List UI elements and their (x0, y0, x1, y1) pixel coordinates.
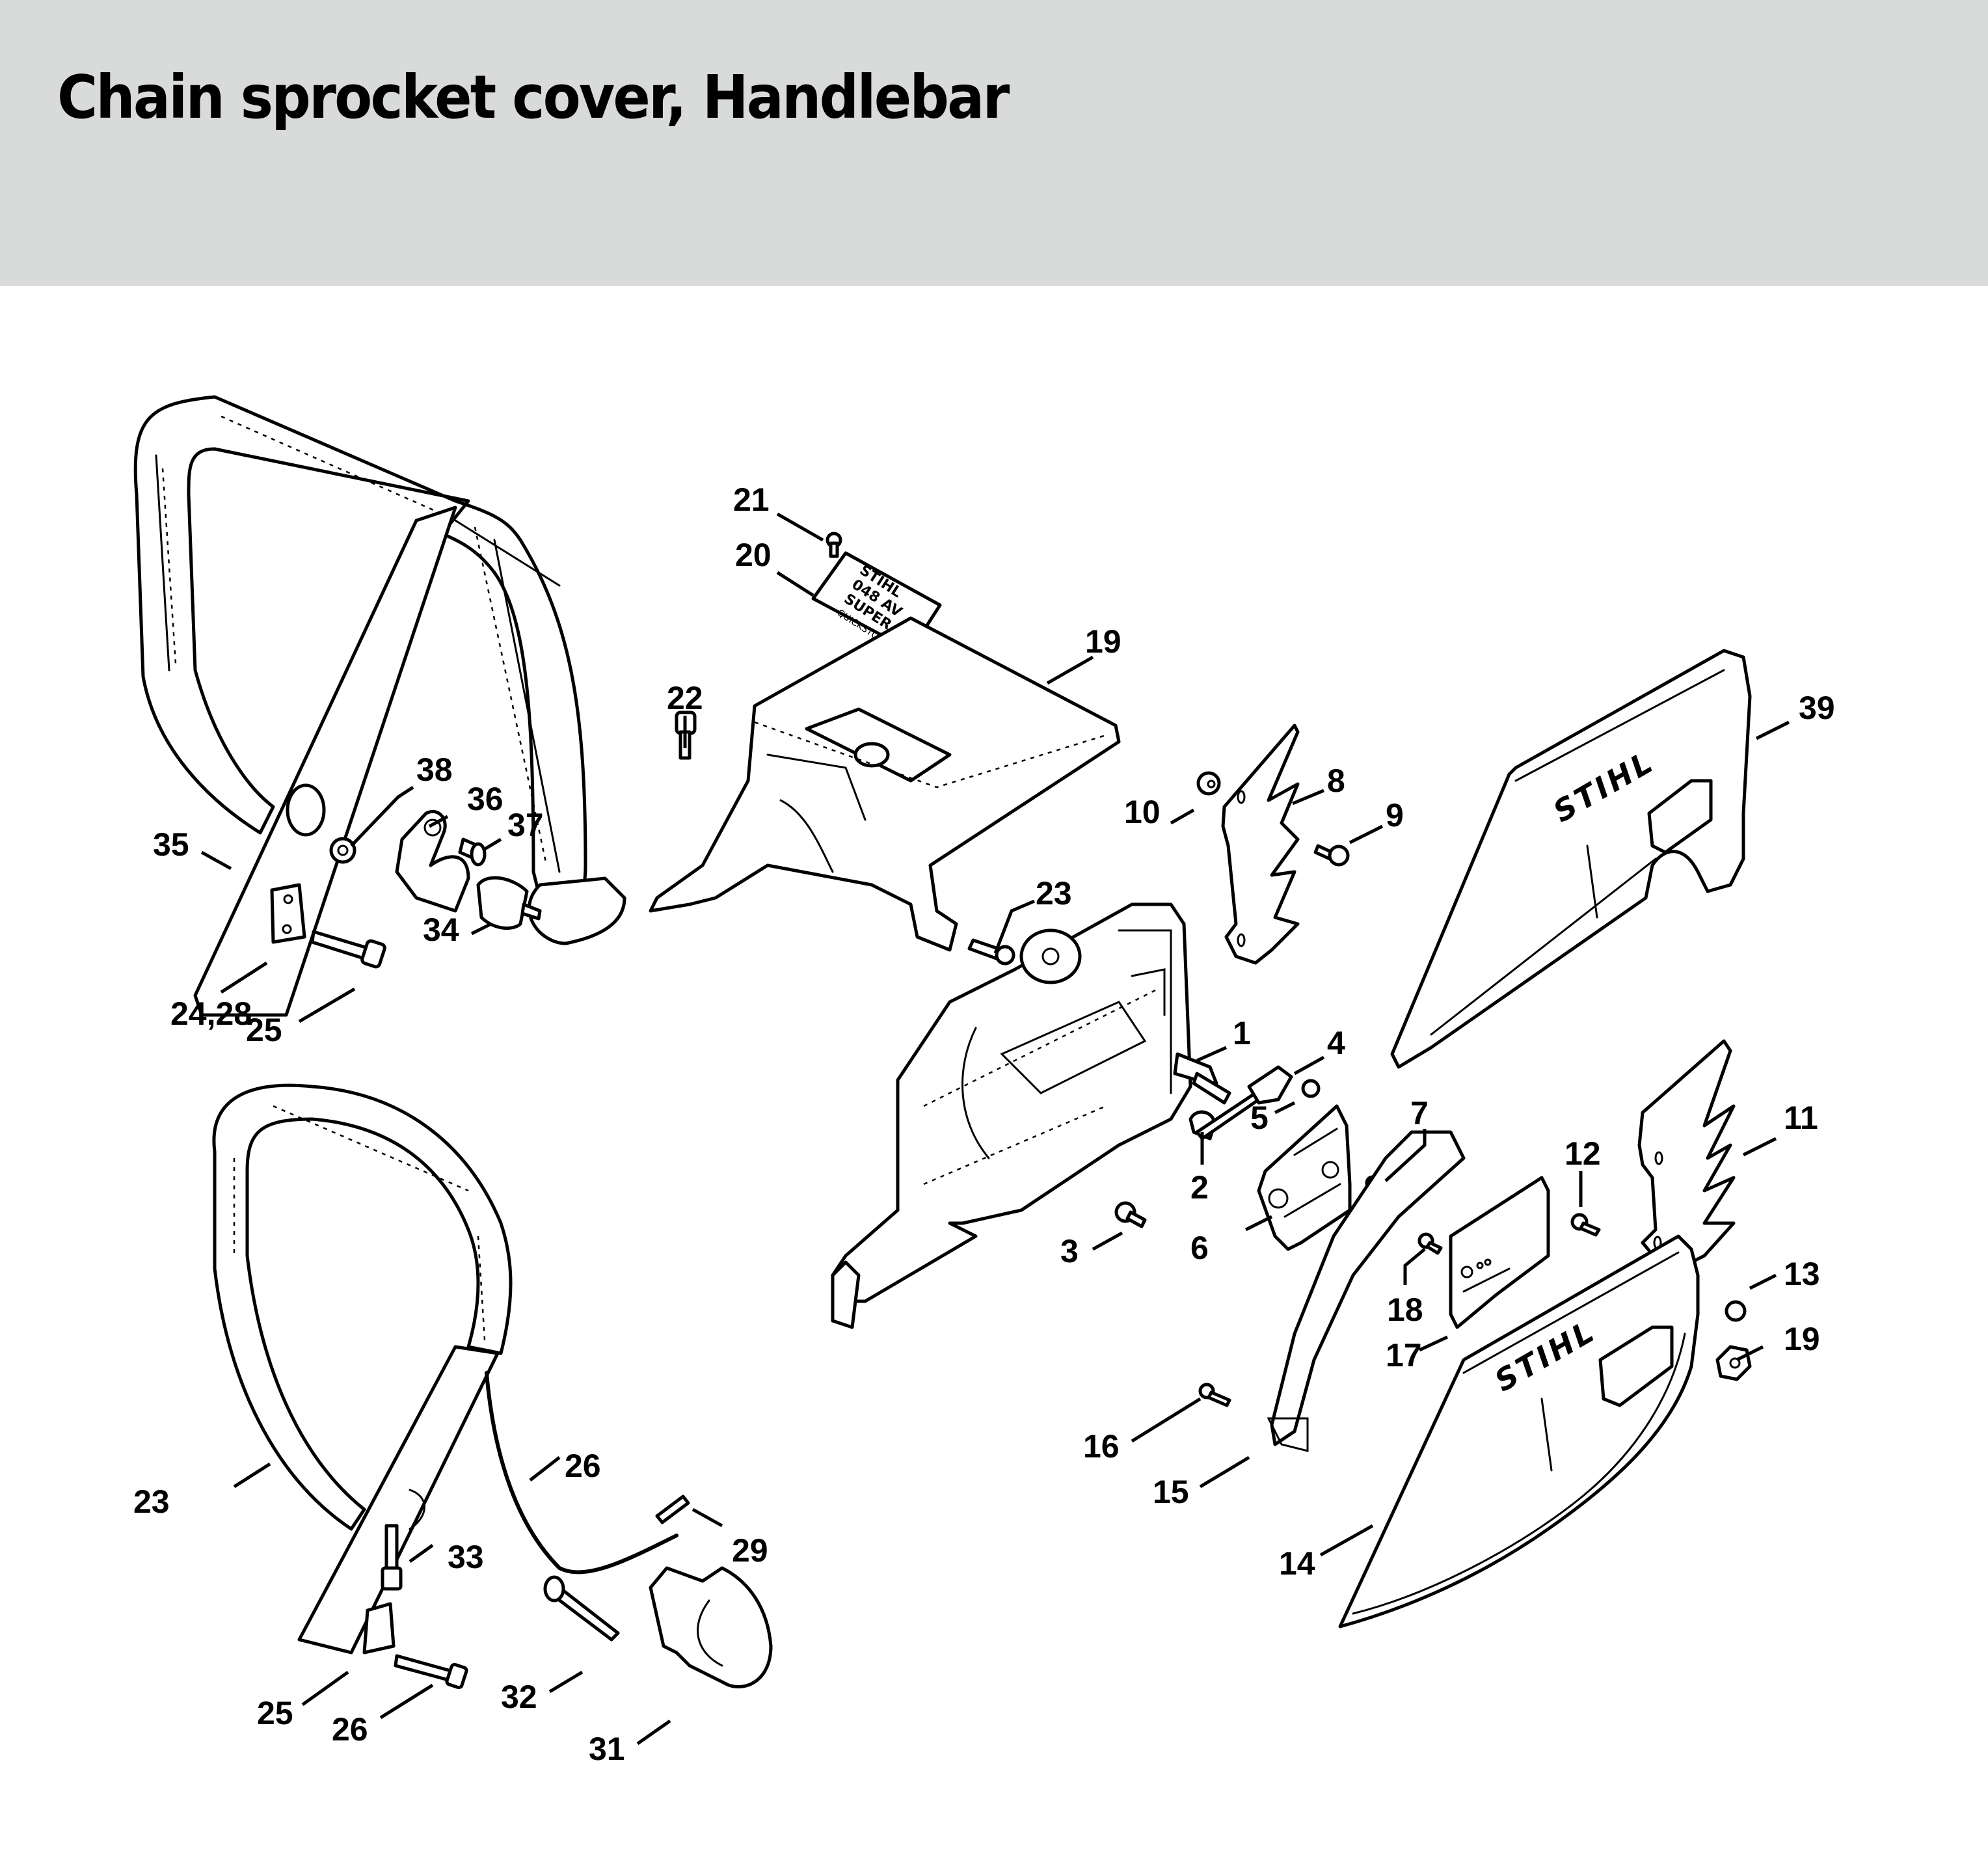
screw-9[interactable] (1313, 844, 1350, 867)
callout-19[interactable]: 19 (1784, 1321, 1820, 1357)
bolt-26-upper[interactable] (310, 930, 386, 969)
screw-12[interactable] (1570, 1213, 1601, 1237)
callout-9[interactable]: 9 (1386, 797, 1404, 833)
callout-13[interactable]: 13 (1784, 1256, 1820, 1292)
callout-18[interactable]: 18 (1387, 1292, 1423, 1328)
callout-20[interactable]: 19 (1085, 623, 1122, 660)
hex-nut-19[interactable] (1715, 1345, 1752, 1381)
callout-17[interactable]: 17 (1386, 1337, 1422, 1373)
callout-23-upper[interactable]: 22 (667, 680, 703, 716)
callout-24-28[interactable]: 23 (133, 1483, 170, 1520)
callout-38[interactable]: 38 (416, 751, 453, 788)
callout-5[interactable]: 5 (1250, 1100, 1269, 1136)
spiked-bumper-11[interactable] (1637, 1039, 1736, 1271)
guide-plate-17[interactable] (1449, 1176, 1550, 1329)
spiked-bumper-8[interactable] (1221, 724, 1300, 965)
callout-3[interactable]: 3 (1060, 1233, 1079, 1269)
callout-37[interactable]: 37 (507, 807, 544, 843)
screw-16[interactable] (1198, 1383, 1231, 1407)
stud-1[interactable] (1173, 1052, 1231, 1105)
clamp-25-lower[interactable] (362, 1602, 396, 1655)
callout-29[interactable]: 26 (565, 1448, 601, 1484)
callout-22[interactable]: 21 (733, 481, 770, 518)
callout-25-lower[interactable]: 25 (257, 1695, 293, 1731)
callout-30[interactable]: 29 (732, 1532, 768, 1569)
nut-10[interactable] (1196, 771, 1221, 796)
callout-31[interactable]: 31 (589, 1731, 625, 1767)
callout-23-lower[interactable]: 23 (1036, 875, 1072, 912)
callout-26-lower[interactable]: 26 (332, 1711, 368, 1748)
callout-14[interactable]: 14 (1279, 1545, 1315, 1582)
screw-37[interactable] (458, 837, 487, 867)
callout-4[interactable]: 4 (1327, 1025, 1345, 1061)
bolt-32[interactable] (543, 1575, 620, 1642)
cable-29[interactable] (485, 1371, 678, 1575)
callout-2[interactable]: 2 (1190, 1169, 1209, 1206)
callout-11[interactable]: 11 (1784, 1100, 1818, 1136)
sprocket-cover-14[interactable]: STIHL (1338, 1234, 1700, 1629)
bracket-31[interactable] (649, 1566, 773, 1688)
callout-39[interactable]: 39 (1799, 690, 1835, 726)
sprocket-cover-39[interactable]: STIHL (1390, 649, 1752, 1069)
tensioner-screw-4[interactable] (1195, 1065, 1293, 1141)
nut-13[interactable] (1725, 1300, 1747, 1322)
handlebar-upper[interactable] (133, 395, 626, 1017)
callout-12[interactable]: 12 (1565, 1135, 1601, 1172)
guide-plate-6[interactable] (1257, 1104, 1352, 1251)
callout-36[interactable]: 36 (467, 781, 504, 817)
callout-16[interactable]: 16 (1083, 1428, 1120, 1465)
callout-6[interactable]: 6 (1190, 1230, 1209, 1266)
callout-7[interactable]: 7 (1410, 1095, 1429, 1131)
screw-3[interactable] (1114, 1201, 1147, 1228)
page-title: Chain sprocket cover, Handlebar (57, 62, 1010, 132)
nut-38[interactable] (329, 837, 356, 864)
callout-8[interactable]: 8 (1327, 763, 1345, 799)
header-band: Chain sprocket cover, Handlebar (0, 0, 1988, 286)
leader-lines (200, 512, 1790, 1746)
handlebar-heated[interactable] (212, 1083, 513, 1655)
callout-10[interactable]: 10 (1124, 794, 1161, 830)
rivet-22[interactable] (826, 532, 842, 558)
screw-18[interactable] (1417, 1232, 1443, 1255)
callout-25-upper[interactable]: 24,28 (170, 995, 252, 1032)
bracket-36[interactable] (395, 809, 470, 913)
callout-15[interactable]: 15 (1153, 1474, 1189, 1510)
callout-32[interactable]: 32 (501, 1679, 537, 1715)
callout-labels: 21 20 19 22 23 10 8 9 39 1 4 5 7 2 6 3 1… (133, 481, 1835, 1767)
connector-30[interactable] (655, 1495, 690, 1524)
callout-21[interactable]: 20 (735, 537, 772, 573)
clamp-25-upper[interactable] (270, 883, 306, 944)
chain-catcher-rail-15[interactable] (1267, 1130, 1466, 1452)
callout-33[interactable]: 33 (448, 1539, 484, 1575)
screw-23-lower[interactable] (967, 938, 1015, 966)
callout-35[interactable]: 34 (423, 912, 459, 948)
callout-34[interactable]: 35 (153, 826, 189, 863)
callout-1[interactable]: 1 (1233, 1015, 1251, 1051)
screw-33[interactable] (381, 1524, 403, 1591)
callout-26-upper[interactable]: 25 (246, 1012, 282, 1048)
nut-5[interactable] (1301, 1079, 1321, 1098)
shroud-20[interactable] (649, 616, 1121, 952)
bolt-26-lower[interactable] (394, 1654, 468, 1690)
buffer-35[interactable] (476, 876, 542, 930)
crankcase[interactable] (831, 902, 1192, 1329)
